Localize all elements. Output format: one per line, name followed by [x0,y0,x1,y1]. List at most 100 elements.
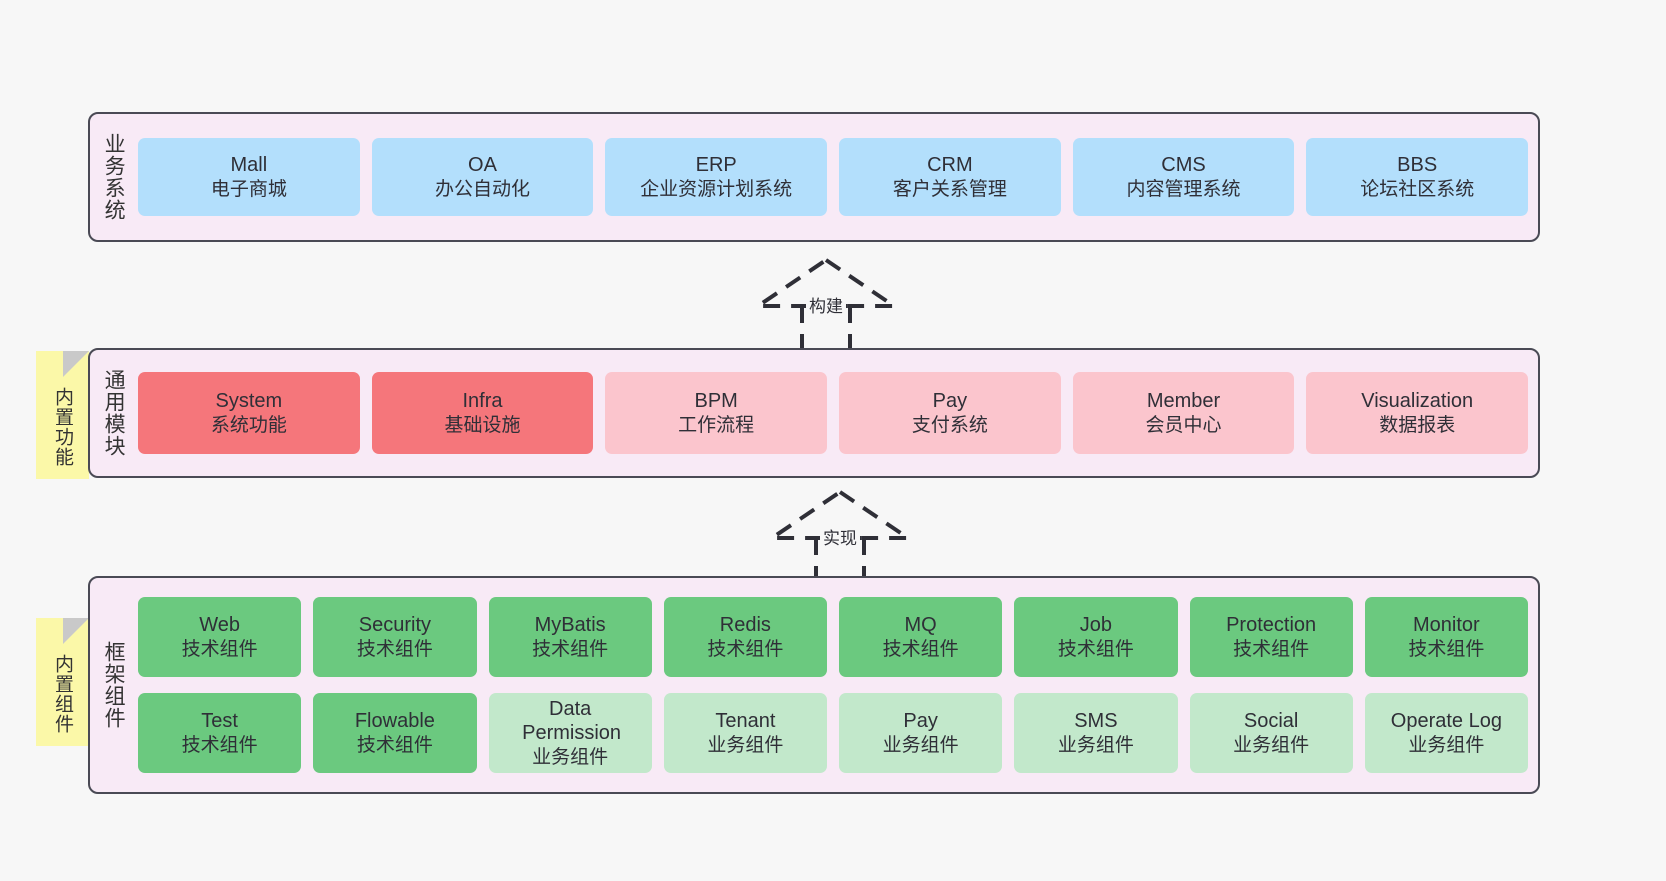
component-kind: 技术组件 [356,734,433,756]
layer-title-business: 业务系统 [102,133,126,221]
layer-row: Test 技术组件 Flowable 技术组件 Data Permission … [138,693,1528,773]
module-card-bbs[interactable]: BBS 论坛社区系统 [1306,138,1529,216]
module-subtitle: 内容管理系统 [1126,178,1241,200]
module-card-crm[interactable]: CRM 客户关系管理 [839,138,1061,216]
module-name: BBS [1397,154,1438,177]
layer-body-business: Mall 电子商城 OA 办公自动化 ERP 企业资源计划系统 CRM 客户关系… [136,114,1538,240]
module-card-bpm[interactable]: BPM 工作流程 [605,372,828,454]
component-name: Web [199,614,240,637]
component-card-redis[interactable]: Redis 技术组件 [663,597,827,677]
module-card-cms[interactable]: CMS 内容管理系统 [1072,138,1295,216]
component-kind: 业务组件 [707,734,784,756]
connector-build: 构建 [746,256,906,348]
module-name: System [215,390,283,413]
component-card-pay[interactable]: Pay 业务组件 [839,693,1003,773]
module-subtitle: 会员中心 [1145,414,1222,436]
layer-title-framework: 框架组件 [102,641,126,729]
component-kind: 技术组件 [1233,638,1310,660]
module-name: Mall [230,154,268,177]
component-kind: 技术组件 [707,638,784,660]
component-name: MyBatis [534,614,606,637]
module-subtitle: 支付系统 [911,414,988,436]
connector-implement-label: 实现 [820,524,860,549]
module-subtitle: 工作流程 [678,414,755,436]
layer-body-framework: Web 技术组件 Security 技术组件 MyBatis 技术组件 Redi… [136,578,1538,792]
layer-common-module: 通用模块 System 系统功能 Infra 基础设施 BPM 工作流程 Pay… [88,348,1540,478]
component-card-security[interactable]: Security 技术组件 [313,597,477,677]
component-card-data-permission[interactable]: Data Permission 业务组件 [488,693,652,773]
layer-title-common: 通用模块 [102,369,126,457]
module-subtitle: 客户关系管理 [892,178,1007,200]
module-name: Pay [932,390,968,413]
module-name: OA [468,154,497,177]
component-kind: 技术组件 [181,638,258,660]
component-name: Redis [719,614,771,637]
component-card-monitor[interactable]: Monitor 技术组件 [1364,597,1528,677]
component-name: MQ [904,614,937,637]
layer-row: Web 技术组件 Security 技术组件 MyBatis 技术组件 Redi… [138,597,1528,677]
module-name: Member [1146,390,1221,413]
layer-body-common: System 系统功能 Infra 基础设施 BPM 工作流程 Pay 支付系统… [136,350,1538,476]
component-name: Flowable [354,710,435,733]
module-card-oa[interactable]: OA 办公自动化 [371,138,594,216]
module-card-system[interactable]: System 系统功能 [138,372,360,454]
module-subtitle: 论坛社区系统 [1360,178,1475,200]
component-kind: 业务组件 [1233,734,1310,756]
module-card-visualization[interactable]: Visualization 数据报表 [1306,372,1529,454]
component-name: Pay [903,710,938,733]
component-kind: 业务组件 [882,734,959,756]
component-name: Test [201,710,238,733]
module-name: CMS [1161,154,1206,177]
component-card-mybatis[interactable]: MyBatis 技术组件 [488,597,652,677]
module-name: Visualization [1361,390,1474,413]
component-kind: 技术组件 [181,734,258,756]
connector-implement: 实现 [760,488,920,580]
module-name: CRM [927,154,973,177]
module-subtitle: 办公自动化 [435,178,531,200]
module-card-mall[interactable]: Mall 电子商城 [138,138,360,216]
component-card-social[interactable]: Social 业务组件 [1189,693,1353,773]
module-card-member[interactable]: Member 会员中心 [1072,372,1295,454]
component-kind: 技术组件 [1408,638,1485,660]
component-card-operate-log[interactable]: Operate Log 业务组件 [1364,693,1528,773]
component-kind: 业务组件 [532,746,609,768]
sticky-note-builtin-features: 内置功能 [36,351,89,479]
component-name: Operate Log [1390,710,1502,733]
component-name: Protection [1226,614,1317,637]
module-subtitle: 基础设施 [444,414,521,436]
module-card-erp[interactable]: ERP 企业资源计划系统 [605,138,828,216]
component-kind: 技术组件 [882,638,959,660]
connector-build-label: 构建 [806,292,846,317]
module-card-pay[interactable]: Pay 支付系统 [839,372,1061,454]
component-kind: 技术组件 [1057,638,1134,660]
module-subtitle: 数据报表 [1379,414,1456,436]
component-name: Tenant [715,710,776,733]
component-card-mq[interactable]: MQ 技术组件 [839,597,1003,677]
layer-row: System 系统功能 Infra 基础设施 BPM 工作流程 Pay 支付系统… [138,372,1529,454]
component-card-web[interactable]: Web 技术组件 [138,597,302,677]
module-subtitle: 电子商城 [210,178,287,200]
module-name: ERP [695,154,737,177]
component-card-flowable[interactable]: Flowable 技术组件 [313,693,477,773]
layer-row: Mall 电子商城 OA 办公自动化 ERP 企业资源计划系统 CRM 客户关系… [138,138,1529,216]
component-card-tenant[interactable]: Tenant 业务组件 [663,693,827,773]
layer-business-system: 业务系统 Mall 电子商城 OA 办公自动化 ERP 企业资源计划系统 CRM… [88,112,1540,242]
component-card-job[interactable]: Job 技术组件 [1014,597,1178,677]
module-name: Infra [462,390,503,413]
sticky-note-builtin-components: 内置组件 [36,618,89,746]
module-card-infra[interactable]: Infra 基础设施 [371,372,594,454]
component-name: Data Permission [522,698,622,745]
layer-framework-component: 框架组件 Web 技术组件 Security 技术组件 MyBatis 技术组件… [88,576,1540,794]
component-card-test[interactable]: Test 技术组件 [138,693,302,773]
component-card-protection[interactable]: Protection 技术组件 [1189,597,1353,677]
component-card-sms[interactable]: SMS 业务组件 [1014,693,1178,773]
module-name: BPM [694,390,738,413]
component-name: Security [358,614,431,637]
component-name: Social [1243,710,1299,733]
component-kind: 业务组件 [1408,734,1485,756]
module-subtitle: 系统功能 [210,414,287,436]
component-kind: 技术组件 [532,638,609,660]
component-kind: 技术组件 [356,638,433,660]
component-kind: 业务组件 [1057,734,1134,756]
